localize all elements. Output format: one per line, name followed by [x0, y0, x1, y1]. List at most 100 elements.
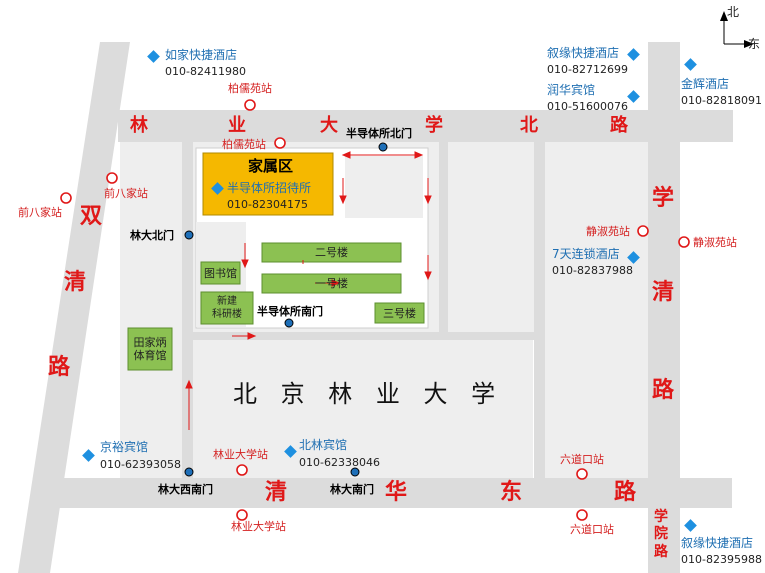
gate-semi-south-icon: [284, 318, 294, 328]
road-top-char: 大: [320, 115, 338, 136]
hotel-jingyu-icon: [82, 449, 95, 462]
new-lab-label: 新建 科研楼: [212, 296, 242, 320]
road-compound-mid: [439, 142, 448, 332]
station-linye-lower-icon: [236, 509, 248, 521]
station-jingshuyuan-outer-label: 静淑苑站: [693, 236, 737, 249]
compass-north-label: 北: [727, 5, 740, 19]
gym-building: [127, 327, 173, 371]
hotel-jingyu-phone: 010-62393058: [100, 458, 181, 471]
road-right-lower-char: 路: [654, 544, 668, 560]
family-area-phone: 010-82304175: [227, 198, 308, 211]
road-campus-east: [534, 142, 545, 478]
compass-east-label: 东: [748, 37, 761, 51]
road-top-char: 学: [425, 115, 443, 136]
station-liudaokou-lower-icon: [576, 509, 588, 521]
station-jingshuyuan-inner-label: 静淑苑站: [586, 225, 630, 238]
building-2-label: 二号楼: [315, 246, 348, 259]
hotel-xuyuan-bottom-name: 叙缘快捷酒店: [681, 536, 754, 550]
hotel-rujia-phone: 010-82411980: [165, 65, 246, 78]
hotel-rujia-name: 如家快捷酒店: [165, 48, 238, 62]
hotel-xuyuan-top-icon: [627, 48, 640, 61]
building-3-label: 三号楼: [383, 306, 416, 320]
road-top-char: 路: [610, 115, 628, 136]
road-right-lower-char: 院: [654, 526, 668, 542]
road-top-char: 北: [520, 115, 538, 136]
campus-block-main: [193, 340, 533, 480]
hotel-runhua-icon: [627, 90, 640, 103]
station-qianbajia-inner-icon: [106, 172, 118, 184]
hotel-jinhui-name: 金辉酒店: [681, 77, 730, 91]
road-bottom-char: 东: [500, 480, 523, 505]
station-liudaokou-lower-label: 六道口站: [570, 523, 614, 536]
gate-forestry-south-icon: [350, 467, 360, 477]
station-baiyuan-top-icon: [244, 99, 256, 111]
station-liudaokou-upper-label: 六道口站: [560, 453, 604, 466]
hotel-runhua-phone: 010-51600076: [547, 100, 628, 113]
campus-block-west: [120, 142, 182, 480]
campus-block-east: [448, 142, 534, 332]
hotel-xuyuan-bottom-phone: 010-82395988: [681, 553, 762, 566]
station-baiyuan-top-label: 柏儒苑站: [228, 82, 272, 95]
road-left-char: 路: [48, 355, 71, 380]
block-east-of-campus: [545, 142, 648, 480]
library-building: [200, 261, 241, 285]
hotel-runhua-name: 润华宾馆: [547, 83, 596, 97]
hotel-seven-days-name: 7天连锁酒店: [552, 247, 620, 261]
campus-label: 北 京 林 业 大 学: [233, 380, 504, 408]
road-qinghua-east: [52, 478, 732, 508]
hotel-family-icon: [211, 182, 224, 195]
hotel-rujia-icon: [147, 50, 160, 63]
gate-semi-north-icon: [378, 142, 388, 152]
gate-forestry-southwest-label: 林大西南门: [158, 483, 213, 496]
compass-icon: [720, 11, 754, 48]
building-1-label: 一号楼: [315, 277, 348, 290]
family-area-hotel: 半导体所招待所: [227, 181, 312, 195]
hotel-beilin-icon: [284, 445, 297, 458]
hotel-jinhui-phone: 010-82818091: [681, 94, 762, 107]
hotel-xuyuan-bottom-icon: [684, 519, 697, 532]
station-jingshuyuan-outer-icon: [678, 236, 690, 248]
station-baiyuan-inner-icon: [274, 137, 286, 149]
station-markers: [60, 99, 690, 521]
hotel-seven-days-phone: 010-82837988: [552, 264, 633, 277]
road-right-char: 学: [652, 186, 675, 211]
station-linye-upper-label: 林业大学站: [213, 448, 268, 461]
road-top-char: 林: [130, 115, 148, 136]
station-qianbajia-outer-label: 前八家站: [18, 206, 62, 219]
semiconductor-inner-block: [345, 156, 423, 218]
station-jingshuyuan-inner-icon: [637, 225, 649, 237]
gate-forestry-north-icon: [184, 230, 194, 240]
road-bottom-char: 路: [614, 480, 637, 505]
road-left-char: 双: [80, 204, 103, 229]
hotel-beilin-phone: 010-62338046: [299, 456, 380, 469]
station-qianbajia-inner-label: 前八家站: [104, 187, 148, 200]
new-lab-building: [200, 291, 254, 325]
library-label: 图书馆: [204, 266, 237, 280]
road-bottom-char: 清: [265, 480, 288, 505]
station-liudaokou-upper-icon: [576, 468, 588, 480]
gate-semi-south-label: 半导体所南门: [257, 305, 323, 318]
road-left-char: 清: [64, 270, 87, 295]
building-3: [374, 302, 425, 324]
road-shuangqing: [18, 42, 130, 573]
hotel-xuyuan-top-name: 叙缘快捷酒店: [547, 46, 620, 60]
hotel-jingyu-name: 京裕宾馆: [100, 440, 149, 454]
building-2: [261, 242, 402, 263]
station-baiyuan-inner-label: 柏儒苑站: [222, 138, 266, 151]
road-right-char: 路: [652, 378, 675, 403]
road-linye-daxue-north: [118, 110, 733, 142]
gate-markers: [184, 142, 388, 477]
gate-forestry-north-label: 林大北门: [130, 229, 174, 242]
road-right-lower-char: 学: [654, 509, 668, 525]
station-linye-lower-label: 林业大学站: [231, 520, 286, 533]
gate-forestry-south-label: 林大南门: [330, 483, 374, 496]
hotel-xuyuan-top-phone: 010-82712699: [547, 63, 628, 76]
family-area-building: [202, 152, 334, 216]
hotel-beilin-name: 北林宾馆: [299, 438, 348, 452]
road-bottom-char: 华: [385, 480, 408, 505]
hotel-jinhui-icon: [684, 58, 697, 71]
road-right-char: 清: [652, 280, 675, 305]
gym-label: 田家炳 体育馆: [133, 336, 167, 362]
road-top-char: 业: [228, 115, 246, 136]
